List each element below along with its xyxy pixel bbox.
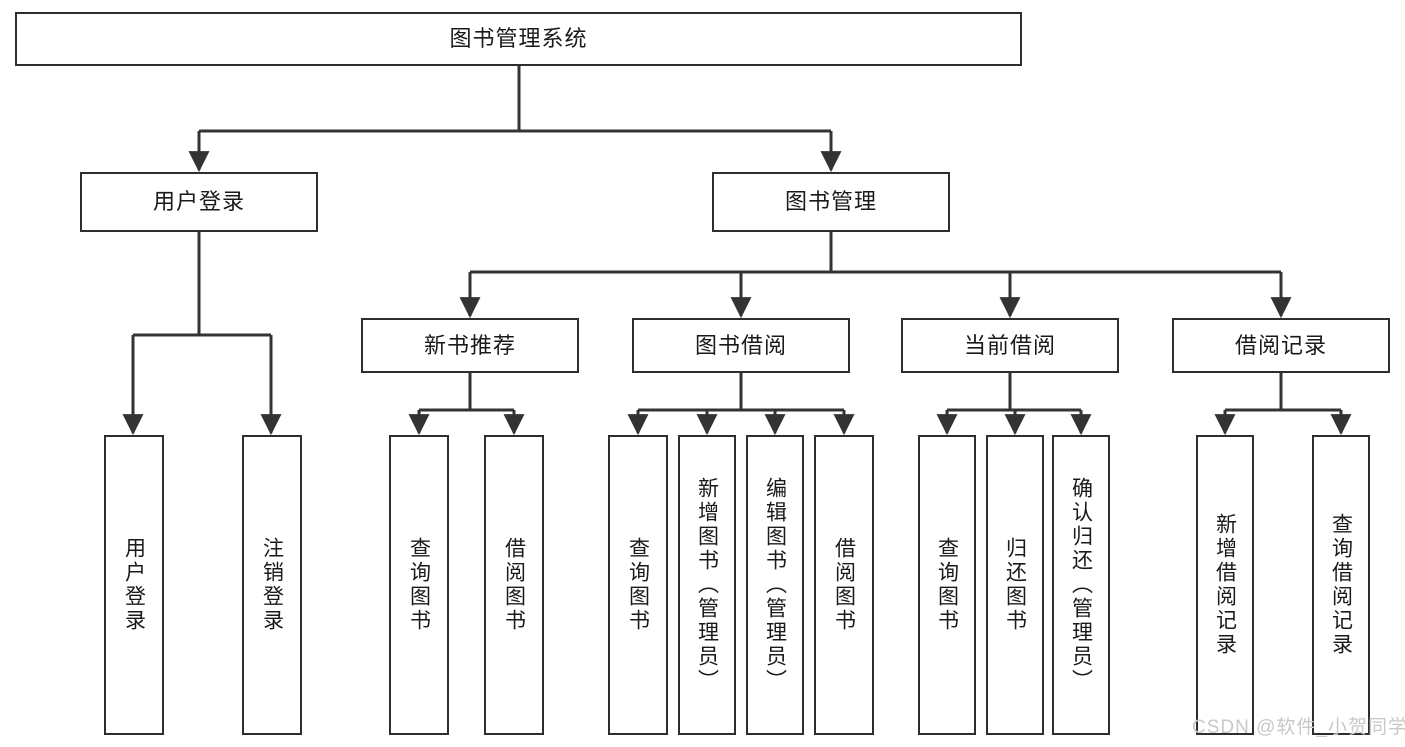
node-book-manage-label: 图书管理: [784, 189, 877, 215]
node-leaf-add-book-label: 新增图书（管理员）: [695, 477, 719, 693]
node-leaf-query-book-3[interactable]: 查询图书: [918, 435, 976, 735]
node-root-label: 图书管理系统: [449, 26, 588, 52]
node-leaf-edit-book[interactable]: 编辑图书（管理员）: [746, 435, 804, 735]
node-leaf-return-book-label: 归还图书: [1003, 537, 1027, 633]
node-leaf-add-record[interactable]: 新增借阅记录: [1196, 435, 1254, 735]
node-leaf-add-record-label: 新增借阅记录: [1213, 513, 1237, 657]
node-leaf-query-book-1-label: 查询图书: [407, 537, 431, 633]
node-leaf-logout[interactable]: 注销登录: [242, 435, 302, 735]
node-leaf-return-book[interactable]: 归还图书: [986, 435, 1044, 735]
node-leaf-logout-label: 注销登录: [260, 537, 284, 633]
node-leaf-confirm-return-label: 确认归还（管理员）: [1069, 477, 1093, 693]
node-book-manage[interactable]: 图书管理: [712, 172, 950, 232]
node-leaf-user-login-label: 用户登录: [122, 537, 146, 633]
node-leaf-query-book-1[interactable]: 查询图书: [389, 435, 449, 735]
node-leaf-query-book-2-label: 查询图书: [626, 537, 650, 633]
node-user-login-label: 用户登录: [152, 189, 245, 215]
node-leaf-borrow-book-2-label: 借阅图书: [832, 537, 856, 633]
node-leaf-query-record[interactable]: 查询借阅记录: [1312, 435, 1370, 735]
node-leaf-query-book-3-label: 查询图书: [935, 537, 959, 633]
node-borrow-record[interactable]: 借阅记录: [1172, 318, 1390, 373]
node-user-login[interactable]: 用户登录: [80, 172, 318, 232]
node-book-borrow-label: 图书借阅: [694, 332, 787, 358]
node-borrow-record-label: 借阅记录: [1234, 332, 1327, 358]
node-leaf-borrow-book-1[interactable]: 借阅图书: [484, 435, 544, 735]
node-current-borrow[interactable]: 当前借阅: [901, 318, 1119, 373]
node-leaf-borrow-book-2[interactable]: 借阅图书: [814, 435, 874, 735]
node-book-borrow[interactable]: 图书借阅: [632, 318, 850, 373]
node-leaf-borrow-book-1-label: 借阅图书: [502, 537, 526, 633]
node-new-book-rec-label: 新书推荐: [423, 332, 516, 358]
node-current-borrow-label: 当前借阅: [963, 332, 1056, 358]
node-leaf-query-book-2[interactable]: 查询图书: [608, 435, 668, 735]
node-leaf-user-login[interactable]: 用户登录: [104, 435, 164, 735]
node-leaf-add-book[interactable]: 新增图书（管理员）: [678, 435, 736, 735]
node-leaf-edit-book-label: 编辑图书（管理员）: [763, 477, 787, 693]
csdn-watermark: CSDN @软件_小贺同学: [1192, 717, 1405, 738]
node-root[interactable]: 图书管理系统: [15, 12, 1022, 66]
node-leaf-confirm-return[interactable]: 确认归还（管理员）: [1052, 435, 1110, 735]
node-leaf-query-record-label: 查询借阅记录: [1329, 513, 1353, 657]
node-new-book-rec[interactable]: 新书推荐: [361, 318, 579, 373]
